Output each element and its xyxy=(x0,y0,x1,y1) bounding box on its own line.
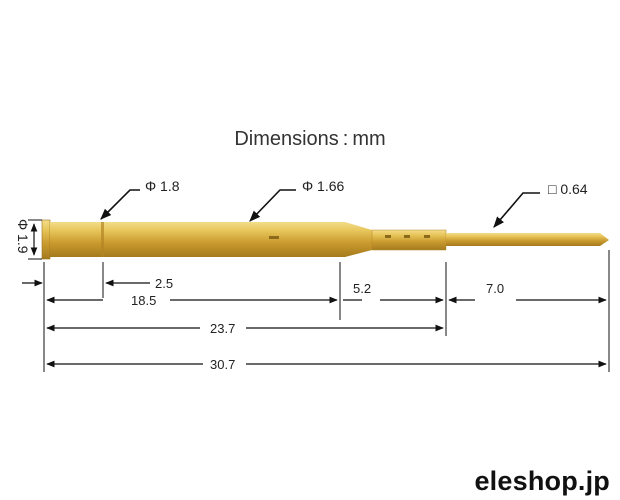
dim-label-30-7: 30.7 xyxy=(210,357,235,372)
callout-phi-1-66: Φ 1.66 xyxy=(302,178,345,194)
site-logo: eleshop.jp xyxy=(474,466,610,496)
callout-sq-0-64: □ 0.64 xyxy=(548,181,588,197)
probe-plunger xyxy=(446,233,600,246)
dim-label-18-5: 18.5 xyxy=(131,293,156,308)
dim-label-23-7: 23.7 xyxy=(210,321,235,336)
probe-neck xyxy=(371,229,447,251)
probe-head xyxy=(41,219,51,260)
probe-neck-dent-3 xyxy=(424,235,430,238)
probe-tip xyxy=(600,233,609,246)
diagram-title: Dimensions : mm xyxy=(234,128,386,150)
extension-lines xyxy=(28,219,610,372)
leader-phi-1-8 xyxy=(100,189,140,220)
dim-label-7-0: 7.0 xyxy=(486,281,504,296)
dim-label-2-5: 2.5 xyxy=(155,276,173,291)
callout-phi-1-8: Φ 1.8 xyxy=(145,178,180,194)
dim-label-5-2: 5.2 xyxy=(353,281,371,296)
dimension-lines xyxy=(22,223,607,368)
probe-slot xyxy=(269,236,279,239)
leader-arrows xyxy=(100,189,540,228)
probe-taper xyxy=(345,222,372,257)
leader-sq-0-64 xyxy=(493,192,540,228)
leader-phi-1-66 xyxy=(249,189,296,222)
probe-groove xyxy=(101,222,104,257)
probe-part xyxy=(41,219,609,260)
probe-neck-dent-2 xyxy=(404,235,410,238)
callout-phi-1-9: Φ 1.9 xyxy=(15,219,31,254)
probe-barrel xyxy=(50,222,345,257)
probe-neck-dent-1 xyxy=(385,235,391,238)
